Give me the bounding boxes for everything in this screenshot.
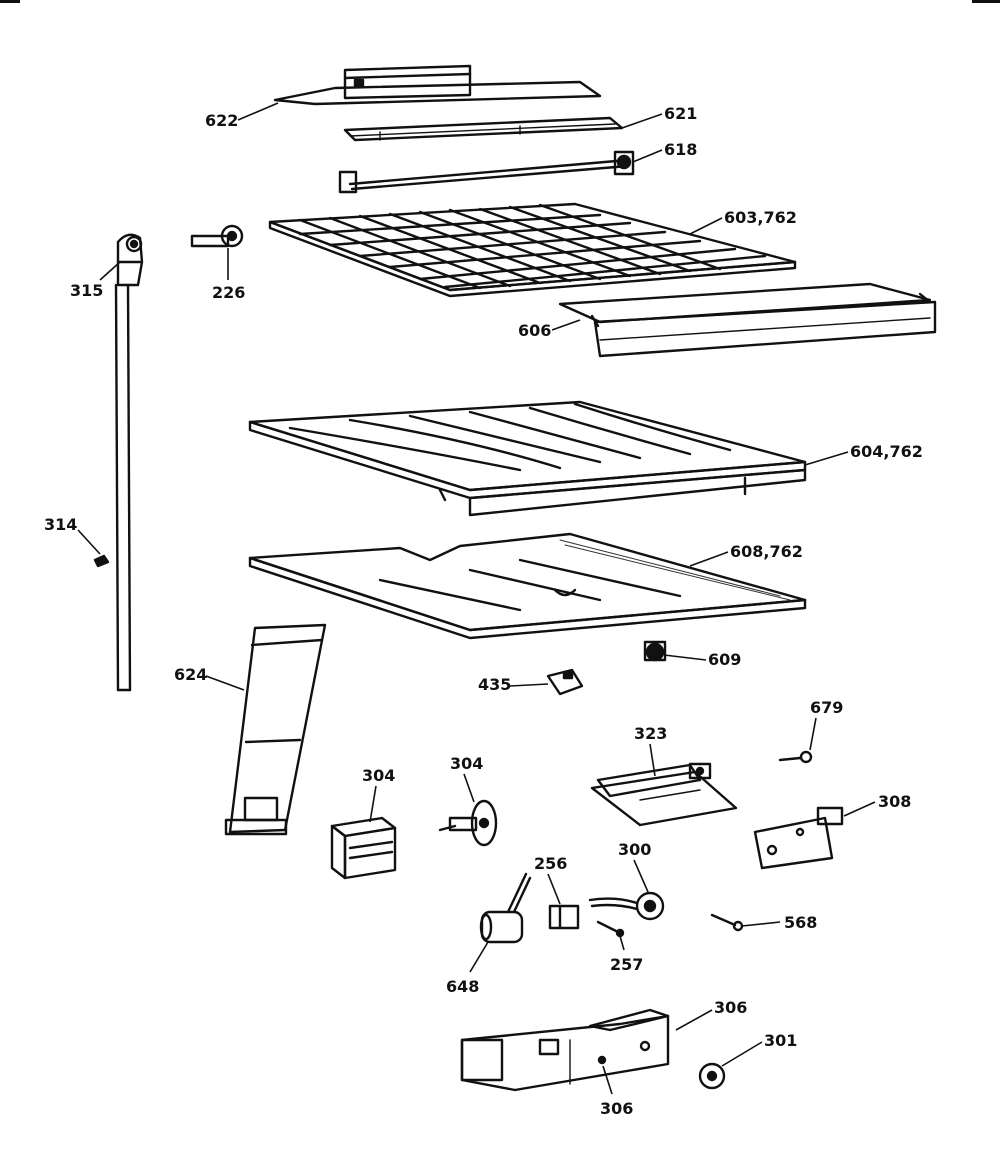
callout-306-bottom: 306 [600,1099,633,1118]
part-315-hinge [116,233,144,287]
part-314-vertical-rod [93,283,132,692]
part-624-panel [224,623,327,836]
leader-306b [602,1065,613,1095]
part-226-pin [190,224,244,248]
leader-621 [621,113,663,129]
callout-604-762: 604,762 [850,442,923,461]
callout-226: 226 [212,283,245,302]
callout-435: 435 [478,675,511,694]
leader-603 [689,217,723,235]
callout-648: 648 [446,977,479,996]
callout-323: 323 [634,724,667,743]
part-568-screw [710,913,744,932]
part-609-clip [643,640,667,662]
part-622-shelf-cover [273,64,602,106]
leader-608 [689,551,729,567]
callout-labels: 622 621 618 603,762 315 226 606 604,762 … [44,104,923,1118]
top-edge-mark-left [0,0,20,3]
callout-300: 300 [618,840,651,859]
part-679-screw [778,750,813,764]
leader-568 [741,921,781,927]
callout-304-block: 304 [362,766,395,785]
callout-308: 308 [878,792,911,811]
callout-624: 624 [174,665,207,684]
callout-603-762: 603,762 [724,208,797,227]
leader-604 [804,451,849,466]
leader-323 [649,743,656,777]
part-301-nut [698,1062,726,1090]
part-435-clip [546,668,584,696]
part-606-tray [558,282,937,358]
leader-308 [843,801,876,817]
leader-622 [237,102,279,121]
leader-679 [809,717,817,751]
callout-301: 301 [764,1031,797,1050]
part-306-housing [460,1008,670,1092]
callout-306-top: 306 [714,998,747,1017]
callout-608-762: 608,762 [730,542,803,561]
callout-304-knob: 304 [450,754,483,773]
leader-301 [721,1041,763,1067]
part-648-socket [479,872,532,944]
leader-624 [205,675,245,691]
leader-304a [369,785,377,823]
part-257-screw [596,920,625,938]
part-308-bracket [753,806,844,870]
leader-257 [619,935,625,951]
callout-621: 621 [664,104,697,123]
leader-606 [551,319,581,331]
callout-314: 314 [44,515,77,534]
part-304-knob [438,799,498,847]
leader-314 [77,529,101,555]
part-621-rail [343,116,624,142]
part-323-control-bracket [590,762,738,827]
top-edge-mark-right [972,0,1000,3]
callout-679: 679 [810,698,843,717]
callout-315: 315 [70,281,103,300]
leader-648 [469,941,489,973]
leader-618 [632,149,663,163]
part-603-wire-shelf [268,202,797,298]
leader-609 [663,654,707,661]
part-608-shelf [248,532,807,640]
part-618-rod [338,150,635,194]
leader-lines [77,102,876,1095]
leader-304b [463,773,475,803]
leader-435 [509,683,549,687]
callout-256: 256 [534,854,567,873]
part-300-switch [588,891,665,921]
part-604-shelf [248,400,807,517]
callout-568: 568 [784,913,817,932]
part-304-housing-block [330,816,397,880]
callout-257: 257 [610,955,643,974]
callout-609: 609 [708,650,741,669]
leader-300 [633,859,649,893]
leader-256 [547,873,561,905]
part-256-fitting [548,904,580,930]
callout-618: 618 [664,140,697,159]
leader-306a [675,1009,713,1031]
callout-622: 622 [205,111,238,130]
leader-315 [99,261,121,281]
callout-606: 606 [518,321,551,340]
